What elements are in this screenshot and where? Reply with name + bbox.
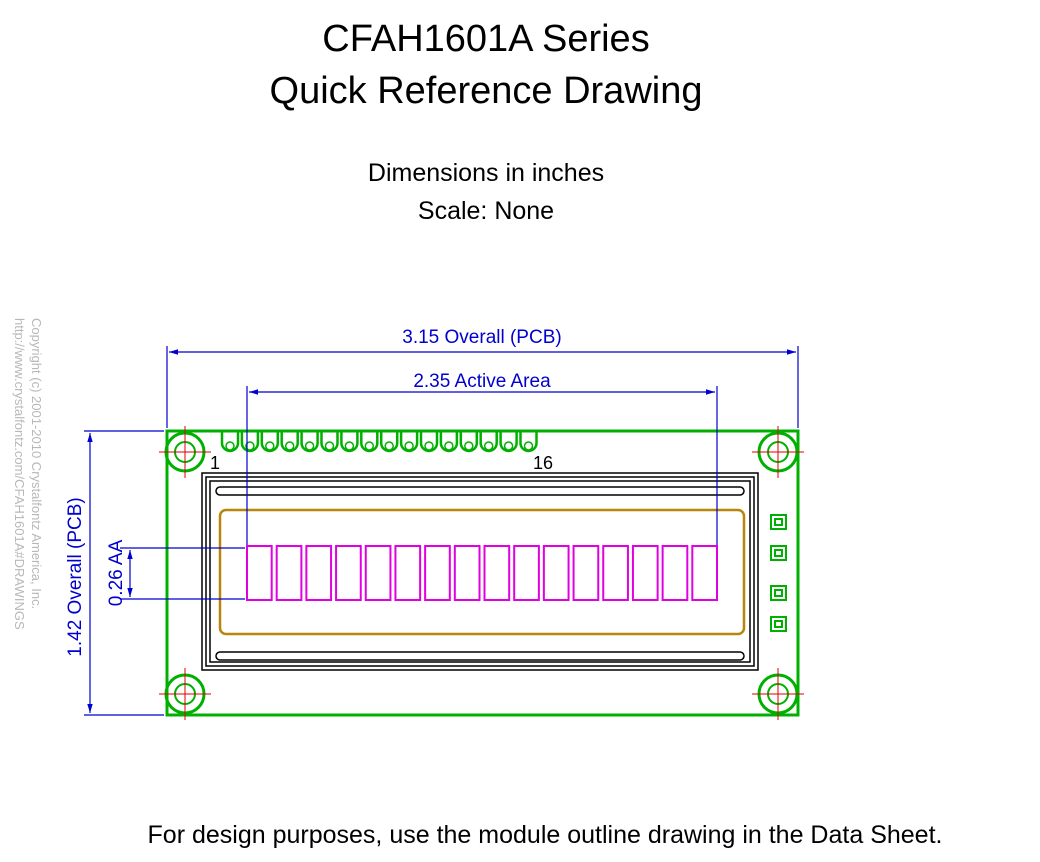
overall-width-label: 3.15 Overall (PCB) [402,327,561,348]
header-pins [220,431,538,453]
dimension-overall-width [166,346,799,428]
character-cell [394,545,422,601]
character-cells [246,545,718,601]
character-cell [305,545,333,601]
mounting-hole [752,426,804,478]
character-cell [483,545,511,601]
character-cell [572,545,600,601]
design-note: For design purposes, use the module outl… [147,821,943,849]
bezel [201,472,759,671]
active-height-label: 0.26 AA [106,539,127,606]
mounting-hole [159,426,211,478]
character-cell [246,545,273,601]
viewing-area [218,508,746,636]
character-cell [275,545,303,601]
header-pin [240,431,260,453]
character-cell [364,545,392,601]
header-pin [519,431,538,453]
mounting-hole [752,668,804,720]
header-pin [220,431,240,453]
dimension-active-height [120,547,245,600]
header-pin [260,431,280,453]
character-cell [602,545,629,601]
title-line-2: Quick Reference Drawing [269,70,703,112]
header-pin [399,431,419,453]
scale-note: Scale: None [417,197,555,225]
header-pin [280,431,299,453]
character-cell [424,545,451,601]
active-width-label: 2.35 Active Area [413,371,551,392]
character-cell [542,545,570,601]
header-pin [419,431,439,453]
dimension-active-width [246,386,718,545]
backlight-pads [770,514,787,632]
character-cell [691,545,718,601]
copyright-line-1: Copyright (c) 2001-2010 Crystalfontz Ame… [29,318,44,609]
header-pin [360,431,379,453]
character-cell [453,545,481,601]
character-cell [631,545,659,601]
copyright-url: http://www.crystalfontz.com/CFAH1601A#DR… [12,318,27,630]
header-pin [300,431,319,453]
header-pin [439,431,459,453]
header-pin [499,431,518,453]
header-pin [379,431,399,453]
character-cell [513,545,540,601]
header-pin [340,431,359,453]
dimension-overall-height [84,430,164,716]
pin-1-label: 1 [210,453,220,473]
units-note: Dimensions in inches [367,159,605,187]
character-cell [661,545,689,601]
pcb-outline [165,429,800,717]
overall-height-label: 1.42 Overall (PCB) [65,497,86,656]
pin-16-label: 16 [533,453,553,473]
title-line-1: CFAH1601A Series [322,18,650,60]
header-pin [459,431,479,453]
mounting-hole [159,668,211,720]
mounting-holes [159,426,804,720]
header-pin [320,431,339,453]
character-cell [335,545,362,601]
copyright-notice: Copyright (c) 2001-2010 Crystalfontz Ame… [12,318,44,630]
header-pin [479,431,498,453]
